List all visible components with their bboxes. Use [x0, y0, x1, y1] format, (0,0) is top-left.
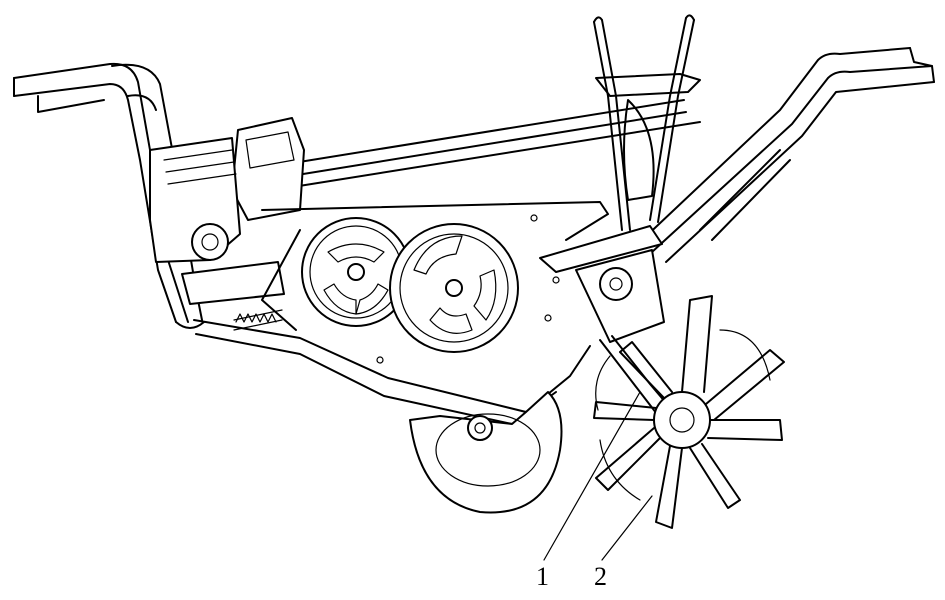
right-handle	[639, 47, 935, 263]
gear-case-arm	[539, 225, 673, 419]
drive-pulley-small	[301, 217, 411, 327]
tie-rods	[261, 99, 701, 191]
rear-wheel	[409, 391, 563, 514]
callout-label-1: 1	[536, 562, 549, 591]
callout-label-2: 2	[594, 562, 607, 591]
control-levers	[593, 14, 701, 231]
left-handle	[13, 62, 205, 329]
engine	[149, 117, 305, 331]
callout-leaders	[543, 391, 653, 561]
drive-pulley-large	[389, 223, 519, 353]
